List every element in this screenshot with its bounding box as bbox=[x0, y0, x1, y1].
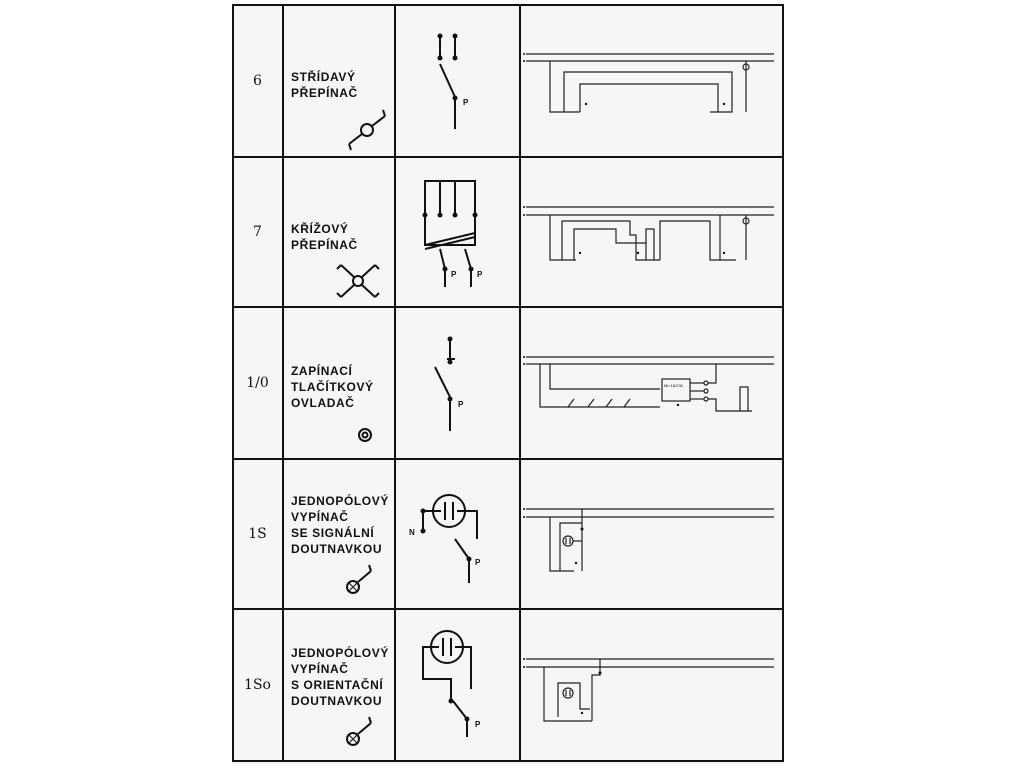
circuit-symbol-cell: N P bbox=[395, 459, 520, 609]
wiring-diagram-cell: Mn 16/230 bbox=[520, 307, 784, 459]
neutral-label: N bbox=[409, 528, 415, 537]
row-code: 1So bbox=[244, 677, 271, 693]
table-row: 6 STŘÍDAVÝ PŘEPÍNAČ P bbox=[232, 4, 784, 157]
row-name-cell: STŘÍDAVÝ PŘEPÍNAČ bbox=[283, 4, 395, 157]
table-row: 1S JEDNOPÓLOVÝ VYPÍNAČ SE SIGNÁLNÍ DOUTN… bbox=[232, 459, 784, 609]
svg-text:P: P bbox=[475, 720, 481, 729]
svg-text:P: P bbox=[451, 270, 457, 279]
row-name: STŘÍDAVÝ PŘEPÍNAČ bbox=[291, 70, 358, 100]
table-row: 1/0 ZAPÍNACÍ TLAČÍTKOVÝ OVLADAČ P bbox=[232, 307, 784, 459]
row-name: JEDNOPÓLOVÝ VYPÍNAČ S ORIENTAČNÍ DOUTNAV… bbox=[291, 646, 389, 708]
switch-signal-lamp-icon bbox=[346, 564, 372, 594]
row-name: ZAPÍNACÍ TLAČÍTKOVÝ OVLADAČ bbox=[291, 364, 374, 410]
row-code: 1/0 bbox=[246, 375, 269, 391]
row-name-cell: KŘÍŽOVÝ PŘEPÍNAČ bbox=[283, 157, 395, 307]
row-code: 7 bbox=[253, 224, 262, 240]
table-row: 1So JEDNOPÓLOVÝ VYPÍNAČ S ORIENTAČNÍ DOU… bbox=[232, 609, 784, 761]
row-name: JEDNOPÓLOVÝ VYPÍNAČ SE SIGNÁLNÍ DOUTNAVK… bbox=[291, 494, 389, 556]
two-way-switch-icon bbox=[348, 109, 386, 151]
table-grid bbox=[232, 4, 784, 762]
switch-orientation-lamp-icon bbox=[346, 716, 372, 746]
svg-text:Mn 16/230: Mn 16/230 bbox=[664, 383, 684, 388]
circuit-symbol-cell: P P bbox=[395, 157, 520, 307]
row-name-cell: JEDNOPÓLOVÝ VYPÍNAČ S ORIENTAČNÍ DOUTNAV… bbox=[283, 609, 395, 761]
svg-text:P: P bbox=[477, 270, 483, 279]
svg-text:P: P bbox=[475, 558, 481, 567]
wiring-diagram-cell bbox=[520, 609, 784, 761]
wiring-diagram-cell bbox=[520, 157, 784, 307]
circuit-symbol-cell: P bbox=[395, 307, 520, 459]
diagram-sheet: 6 STŘÍDAVÝ PŘEPÍNAČ P bbox=[232, 4, 784, 764]
push-button-icon bbox=[358, 428, 372, 442]
wiring-diagram-cell bbox=[520, 459, 784, 609]
row-name-cell: JEDNOPÓLOVÝ VYPÍNAČ SE SIGNÁLNÍ DOUTNAVK… bbox=[283, 459, 395, 609]
svg-text:P: P bbox=[458, 400, 464, 409]
row-code: 1S bbox=[248, 526, 267, 542]
circuit-symbol-cell: P bbox=[395, 609, 520, 761]
pole-label: P bbox=[463, 98, 469, 107]
table-row: 7 KŘÍŽOVÝ PŘEPÍNAČ bbox=[232, 157, 784, 307]
circuit-symbol-cell: P bbox=[395, 4, 520, 157]
row-name-cell: ZAPÍNACÍ TLAČÍTKOVÝ OVLADAČ bbox=[283, 307, 395, 459]
wiring-diagram-cell bbox=[520, 4, 784, 157]
row-code: 6 bbox=[253, 72, 262, 89]
cross-switch-icon bbox=[336, 264, 380, 298]
row-name: KŘÍŽOVÝ PŘEPÍNAČ bbox=[291, 222, 358, 252]
